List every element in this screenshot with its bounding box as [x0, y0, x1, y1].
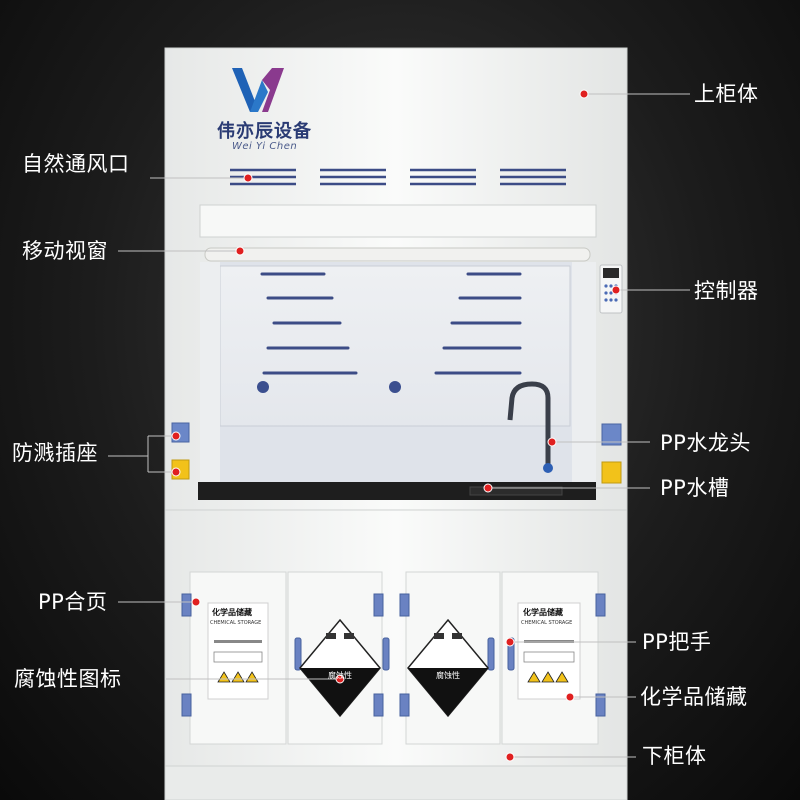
right-post — [572, 262, 596, 486]
knob-icon[interactable] — [257, 381, 269, 393]
brand-name-cn: 伟亦辰设备 — [217, 121, 312, 142]
storage-label-en: CHEMICAL STORAGE — [521, 620, 573, 626]
storage-label-title: 化学品储藏 — [523, 608, 563, 617]
corrosive-drop-icon — [326, 633, 462, 639]
faucet-icon[interactable] — [507, 381, 551, 470]
controller-display — [603, 268, 619, 278]
callout-pp-handle: PP把手 — [642, 630, 712, 654]
corrosive-label-cn: 腐蚀性 — [328, 671, 352, 680]
callout-pp-faucet: PP水龙头 — [660, 431, 751, 455]
corrosive-diamond-icon — [407, 618, 489, 718]
sliding-sash-frame — [199, 204, 597, 238]
plinth — [164, 765, 628, 800]
natural-vent — [230, 168, 566, 186]
corrosive-label-cn: 腐蚀性 — [436, 671, 460, 680]
callout-marker-dots — [171, 89, 621, 762]
hinge-icons — [181, 593, 606, 717]
corrosive-label-en: CORROSIVE — [315, 658, 368, 667]
pp-sink — [469, 486, 563, 496]
callout-lower-cabinet: 下柜体 — [642, 744, 707, 768]
knob-icon[interactable] — [389, 381, 401, 393]
sliding-sash-handle[interactable] — [204, 247, 591, 262]
socket-blue-right[interactable] — [601, 423, 622, 446]
callout-natural-vent: 自然通风口 — [22, 152, 130, 176]
corrosive-diamond-icon — [299, 618, 381, 718]
faucet-base-icon — [543, 463, 553, 473]
callout-splash-socket: 防溅插座 — [12, 441, 98, 465]
callout-corrosive-icon: 腐蚀性图标 — [14, 667, 122, 691]
corrosive-label-en: CORROSIVE — [423, 658, 476, 667]
brand-logo-icon — [232, 68, 284, 112]
storage-label-en: CHEMICAL STORAGE — [210, 620, 262, 626]
brand-name-en: Wei Yi Chen — [232, 141, 298, 152]
callout-pp-sink: PP水槽 — [660, 476, 730, 500]
socket-yellow-right[interactable] — [601, 461, 622, 484]
callout-upper-cabinet: 上柜体 — [694, 82, 759, 106]
handle-icons[interactable] — [294, 637, 515, 671]
callout-pp-hinge: PP合页 — [38, 590, 108, 614]
callout-chemical-storage: 化学品储藏 — [640, 685, 748, 709]
baffle-slots — [260, 272, 522, 375]
callout-sliding-sash: 移动视窗 — [22, 239, 108, 263]
baffle-panel — [219, 265, 571, 427]
callout-controller: 控制器 — [694, 279, 759, 303]
callout-leader-lines — [108, 93, 690, 758]
left-post — [200, 262, 220, 486]
storage-label-title: 化学品储藏 — [212, 608, 252, 617]
chemical-storage-label — [517, 602, 581, 700]
